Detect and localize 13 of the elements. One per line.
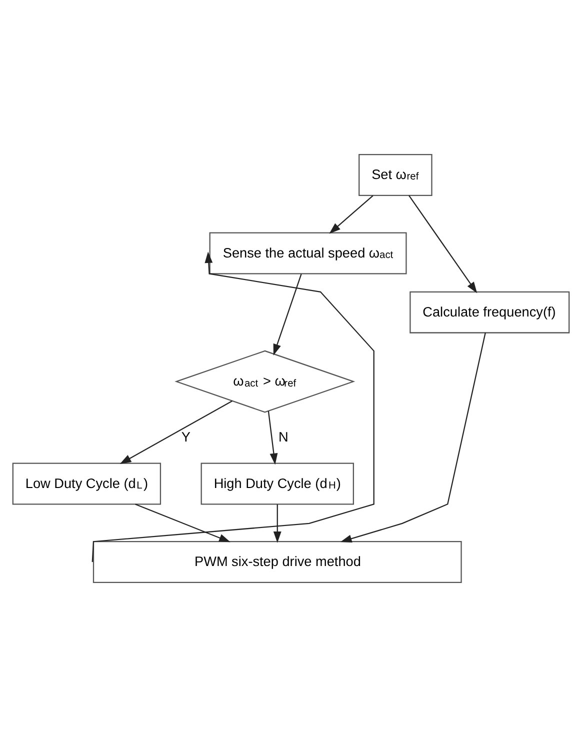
edge-label: N — [278, 428, 288, 444]
edge-label: Y — [181, 428, 190, 444]
arrow — [340, 332, 486, 542]
arrow — [329, 194, 374, 234]
arrow — [273, 504, 282, 542]
arrow — [408, 194, 478, 293]
arrow — [273, 273, 302, 355]
arrow — [92, 251, 374, 562]
arrow — [120, 400, 232, 464]
node-box: PWM six-step drive method — [92, 540, 462, 583]
node-box: Calculate frequency(f) — [410, 290, 570, 333]
arrow — [135, 503, 230, 542]
arrow — [268, 410, 278, 464]
